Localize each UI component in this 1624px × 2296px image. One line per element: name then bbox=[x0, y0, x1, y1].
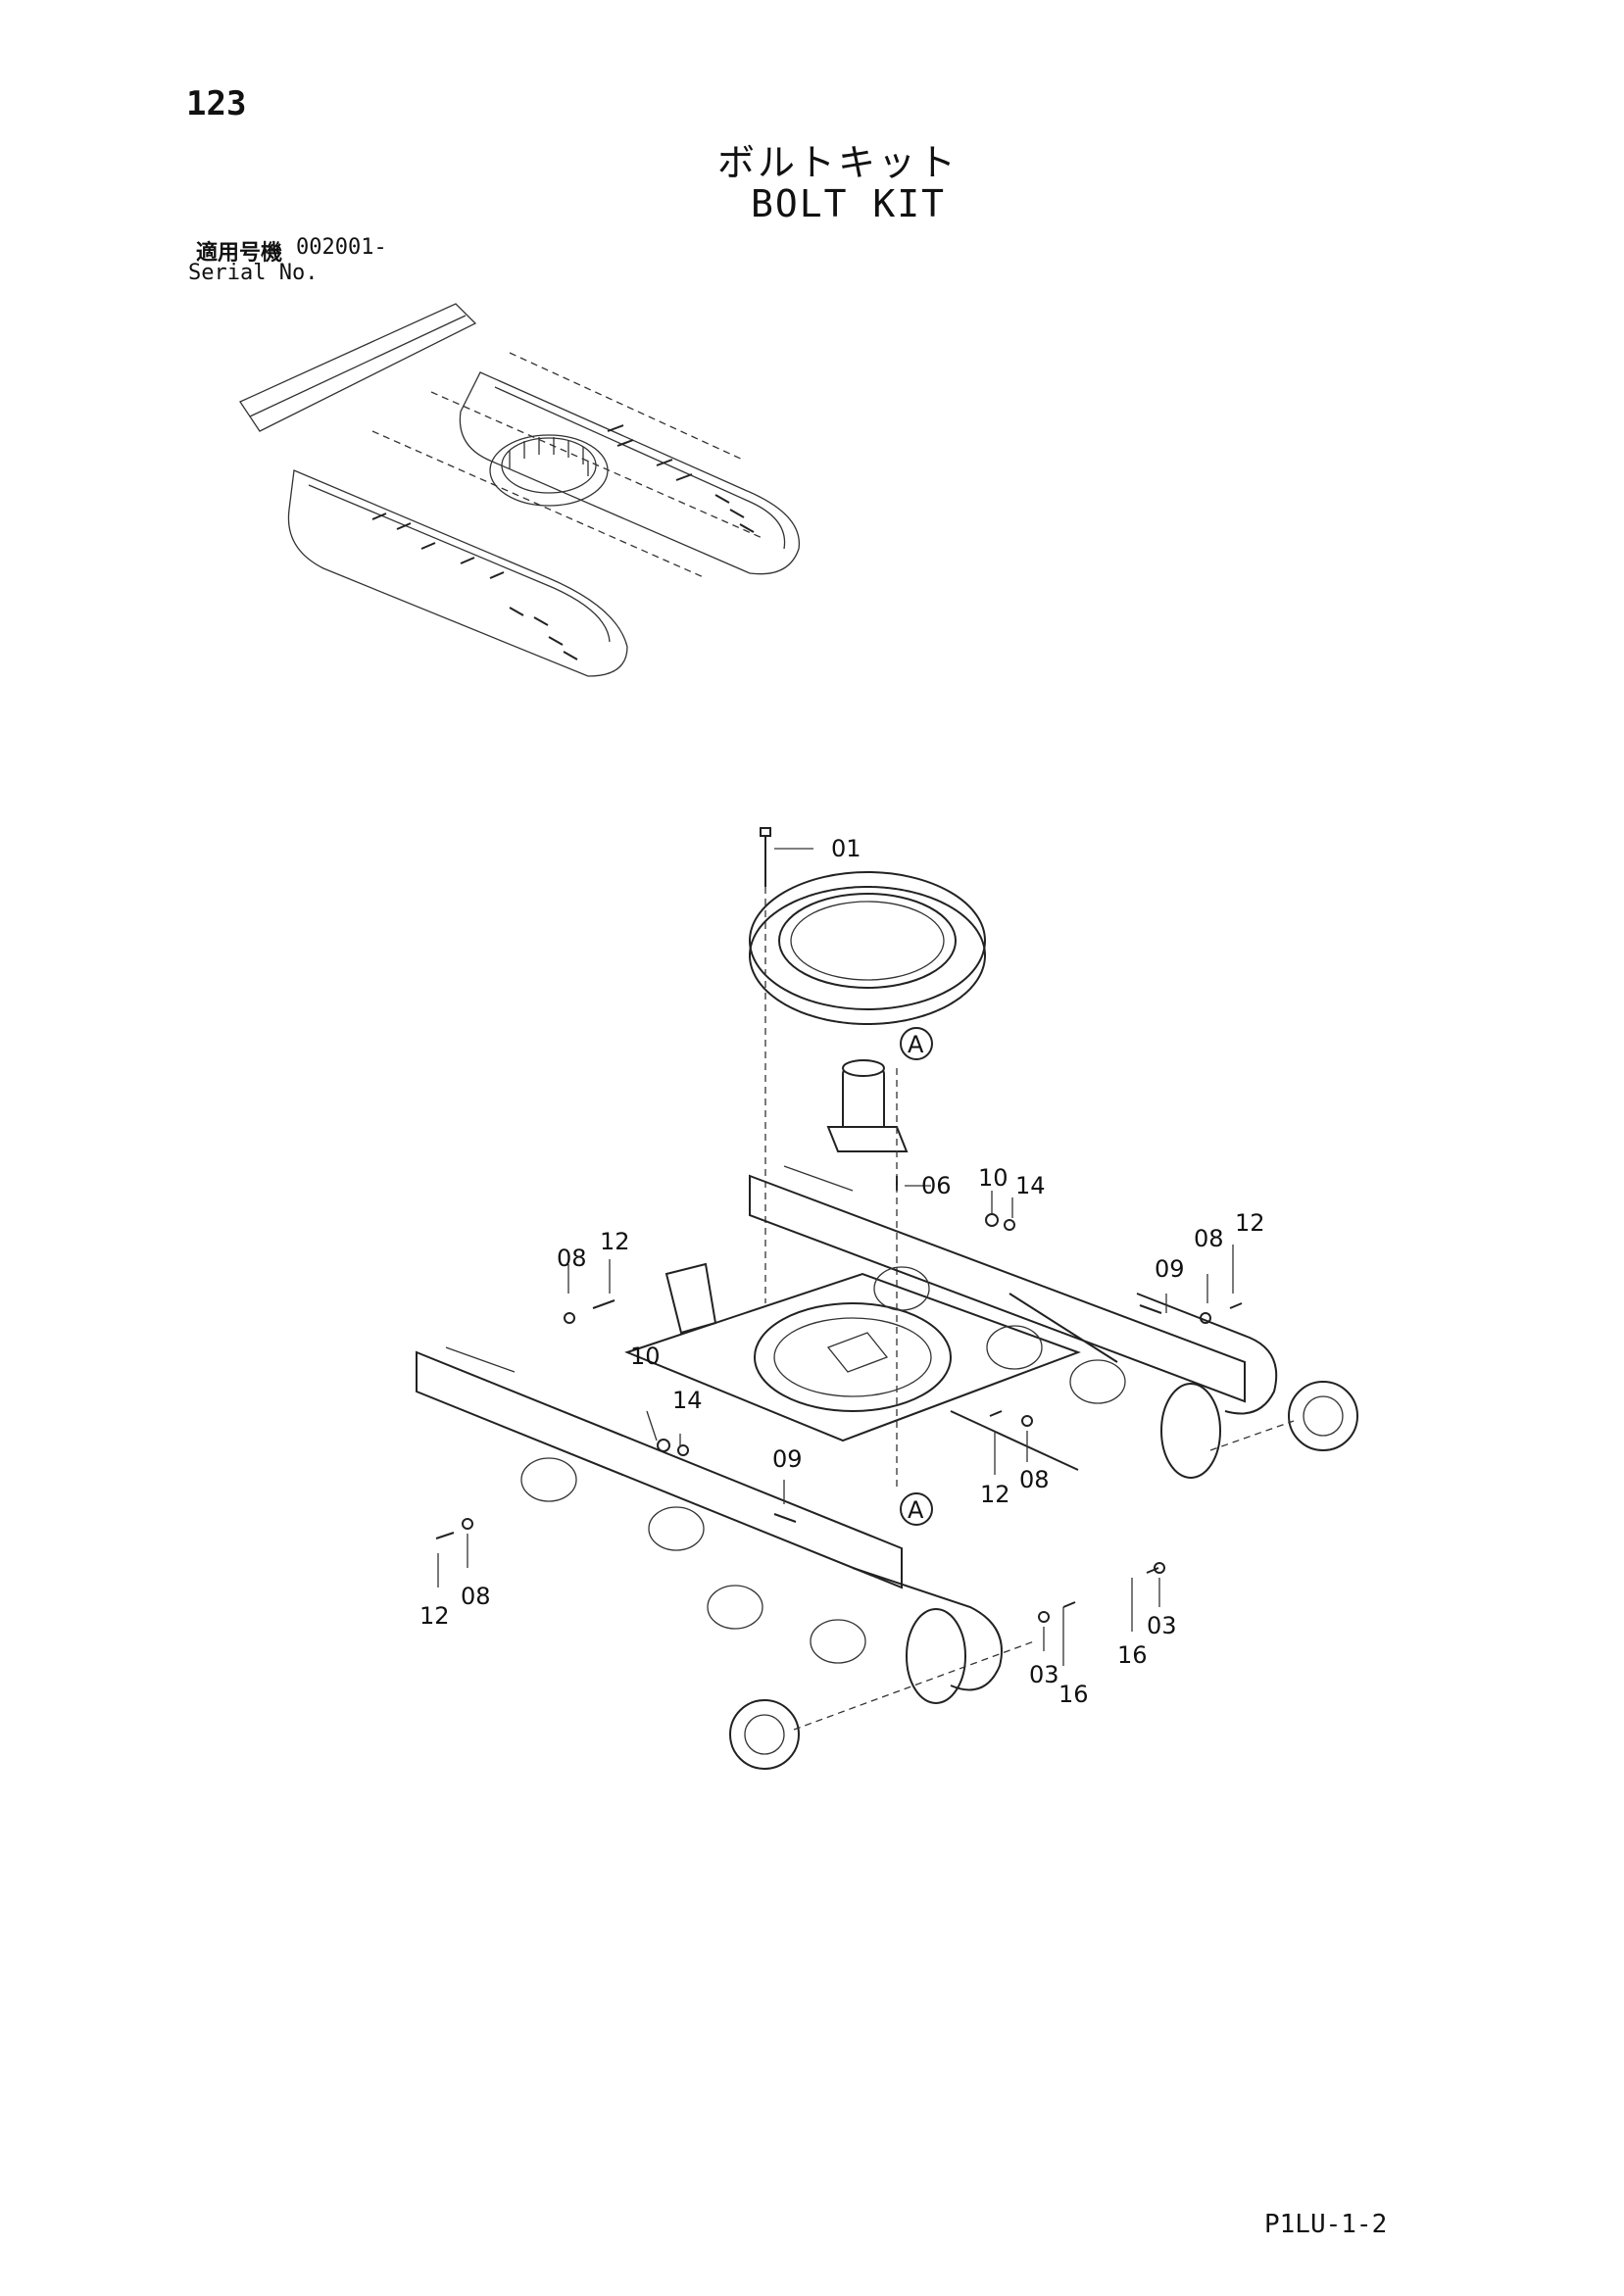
page-title: BOLT KIT bbox=[751, 182, 947, 225]
callout-10: 10 bbox=[978, 1164, 1009, 1192]
reference-mark-a-top bbox=[900, 1027, 933, 1060]
track-frame-right bbox=[749, 1165, 1278, 1479]
callout-01: 01 bbox=[831, 835, 861, 862]
callout-08: 08 bbox=[461, 1583, 491, 1610]
callout-03: 03 bbox=[1029, 1661, 1059, 1688]
reference-mark-a-bottom bbox=[900, 1492, 933, 1526]
callout-08: 08 bbox=[1019, 1466, 1050, 1493]
serial-label-japanese: 適用号機 bbox=[196, 241, 283, 266]
callout-12: 12 bbox=[419, 1602, 450, 1630]
hardware-bolts bbox=[435, 1213, 1243, 1623]
callout-12: 12 bbox=[600, 1228, 630, 1255]
callout-leaders bbox=[437, 1191, 1234, 1666]
sprocket-right bbox=[1288, 1381, 1358, 1451]
callout-09: 09 bbox=[1155, 1255, 1185, 1283]
callout-14: 14 bbox=[672, 1387, 703, 1414]
center-frame bbox=[624, 1262, 1118, 1471]
callout-16: 16 bbox=[1058, 1681, 1089, 1708]
center-joint bbox=[826, 1059, 931, 1191]
reference-mark-label: A bbox=[908, 1031, 924, 1058]
machine-overview-sketch bbox=[239, 303, 800, 677]
serial-number-value: 002001- bbox=[296, 235, 387, 260]
callout-16: 16 bbox=[1117, 1641, 1148, 1669]
callout-09: 09 bbox=[772, 1445, 803, 1473]
callout-06: 06 bbox=[921, 1172, 952, 1199]
undercarriage-exploded-view bbox=[416, 827, 1358, 1770]
callout-08: 08 bbox=[557, 1245, 587, 1272]
page-number: 123 bbox=[186, 84, 247, 123]
callout-10: 10 bbox=[630, 1343, 661, 1370]
track-rollers bbox=[520, 1266, 1126, 1664]
callout-12: 12 bbox=[1235, 1209, 1265, 1237]
callout-14: 14 bbox=[1015, 1172, 1046, 1199]
page-title-japanese: ボルトキット bbox=[717, 141, 960, 184]
track-frame-left bbox=[416, 1346, 1003, 1704]
page-code: P1LU-1-2 bbox=[1264, 2210, 1388, 2239]
swing-bearing bbox=[749, 871, 986, 1025]
serial-label: Serial No. bbox=[188, 261, 319, 285]
callout-08: 08 bbox=[1194, 1225, 1224, 1252]
callout-12: 12 bbox=[980, 1481, 1010, 1508]
reference-mark-label: A bbox=[908, 1496, 924, 1524]
bolt-01 bbox=[760, 827, 813, 887]
callout-03: 03 bbox=[1147, 1612, 1177, 1639]
sprocket-left bbox=[729, 1699, 800, 1770]
